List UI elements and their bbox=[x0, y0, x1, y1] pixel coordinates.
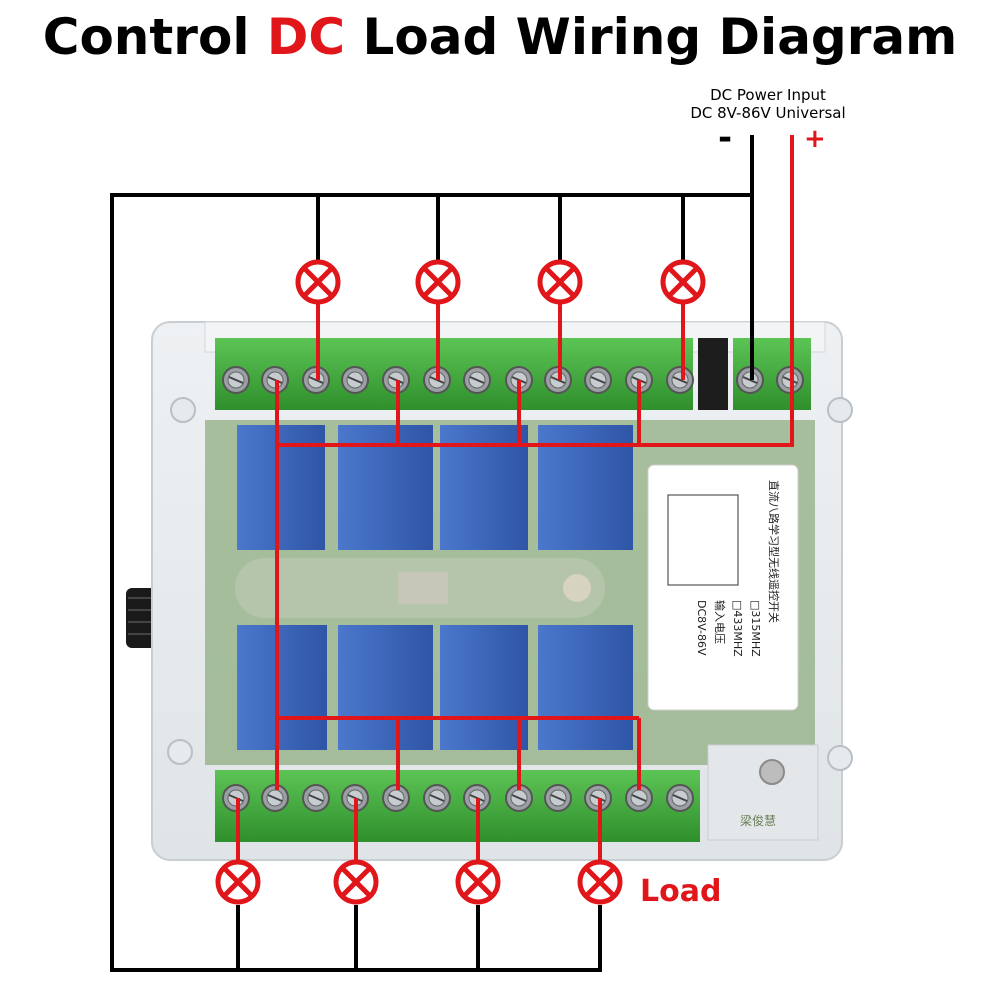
load-lamp-cross-b-2 bbox=[423, 267, 453, 297]
load-lamp-cross-b-1 bbox=[303, 267, 333, 297]
title-accent-dc: DC bbox=[266, 8, 346, 66]
sticker-line-3: □433MHZ bbox=[731, 600, 744, 657]
learn-button bbox=[759, 759, 785, 785]
bottom-screw-slot-3 bbox=[308, 794, 324, 802]
top-terminal-block bbox=[215, 338, 811, 410]
diagram-title: Control DC Load Wiring Diagram bbox=[0, 8, 1000, 66]
title-part-2: Load Wiring Diagram bbox=[362, 8, 958, 66]
load-lamp-cross-b-5 bbox=[223, 867, 253, 897]
sticker-line-5: DC8V-86V bbox=[695, 600, 708, 656]
top-screw-slot-7 bbox=[469, 376, 485, 384]
load-lamp-cross-b-3 bbox=[545, 267, 575, 297]
sticker-line-1: 直流八路学习型无线遥控开关 bbox=[767, 480, 781, 623]
load-lamp-cross-b-7 bbox=[463, 867, 493, 897]
top-screw-slot-10 bbox=[590, 376, 606, 384]
label-sticker: 直流八路学习型无线遥控开关 □315MHZ □433MHZ 输入电压 DC8V-… bbox=[647, 464, 799, 711]
positive-power-wire bbox=[277, 135, 794, 447]
load-lamp-cross-b-6 bbox=[341, 867, 371, 897]
relay-6 bbox=[338, 625, 433, 750]
relay-5 bbox=[237, 625, 327, 750]
load-lamp-1 bbox=[295, 259, 341, 305]
sticker-line-4: 输入电压 bbox=[713, 600, 727, 644]
mount-hole-bottom-right bbox=[827, 745, 853, 771]
power-input-label: DC Power Input DC 8V-86V Universal bbox=[668, 86, 868, 122]
power-input-line1: DC Power Input bbox=[710, 86, 826, 104]
load-lamp-cross-b-8 bbox=[585, 867, 615, 897]
bottom-screw-slot-5 bbox=[388, 794, 404, 802]
bottom-screw-slot-11 bbox=[631, 794, 647, 802]
mount-hole-bottom-left bbox=[167, 739, 193, 765]
bottom-screw-slot-2 bbox=[267, 794, 283, 802]
bottom-terminal-block: 梁俊慧 bbox=[215, 744, 819, 842]
load-lamp-4 bbox=[660, 259, 706, 305]
bottom-screw-slot-6 bbox=[429, 794, 445, 802]
top-screw-slot-4 bbox=[347, 376, 363, 384]
load-label: Load bbox=[640, 874, 722, 909]
top-screw-slot-12 bbox=[672, 376, 688, 384]
load-lamp-7 bbox=[455, 859, 501, 905]
bottom-screw-slot-8 bbox=[511, 794, 527, 802]
bottom-screw-slot-9 bbox=[550, 794, 566, 802]
load-lamp-cross-b-4 bbox=[668, 267, 698, 297]
load-lamps bbox=[215, 259, 706, 905]
load-lamp-2 bbox=[415, 259, 461, 305]
mount-hole-top-left bbox=[170, 397, 196, 423]
negative-sign: - bbox=[718, 118, 733, 158]
positive-sign: + bbox=[804, 124, 826, 154]
relay-8 bbox=[538, 625, 633, 750]
sticker-line-2: □315MHZ bbox=[749, 600, 762, 657]
load-lamp-5 bbox=[215, 859, 261, 905]
load-lamp-3 bbox=[537, 259, 583, 305]
title-part-1: Control bbox=[42, 8, 250, 66]
housing-logo: 梁俊慧 bbox=[740, 813, 776, 828]
load-lamp-6 bbox=[333, 859, 379, 905]
power-input-line2: DC 8V-86V Universal bbox=[690, 104, 846, 122]
relays-bottom-row bbox=[237, 625, 633, 750]
top-screw-slot-1 bbox=[228, 376, 244, 384]
relay-7 bbox=[440, 625, 528, 750]
mount-hole-top-right bbox=[827, 397, 853, 423]
wires bbox=[110, 135, 794, 972]
bottom-screw-slot-12 bbox=[672, 794, 688, 802]
load-lamp-8 bbox=[577, 859, 623, 905]
